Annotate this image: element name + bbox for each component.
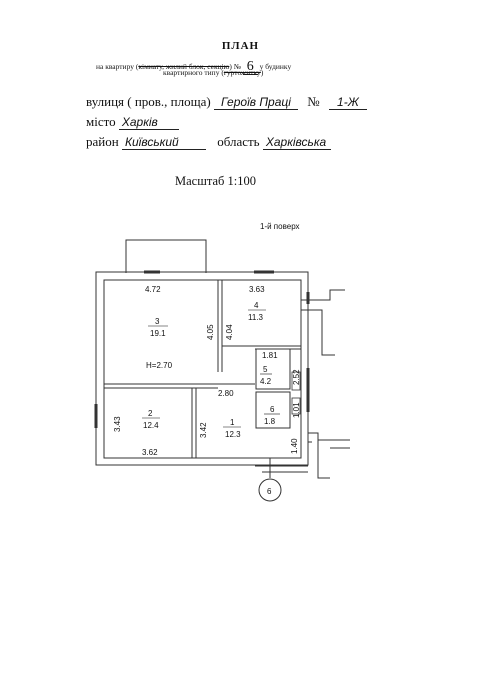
room-3-area: 19.1	[150, 329, 166, 338]
outer-wall-inner	[103, 279, 302, 459]
dim-280: 2.80	[218, 389, 234, 398]
room-5-area: 4.2	[260, 377, 272, 386]
subtitle2-struck-text: гуртожитку	[223, 68, 261, 77]
room-5-outline	[255, 348, 291, 390]
dim-252: 2.52	[292, 369, 301, 385]
room-1-number: 1	[230, 418, 235, 427]
subtitle-text-a: на квартиру (	[96, 62, 139, 71]
subtitle-text-b: ) №	[229, 62, 241, 71]
subtitle2-text-b: )	[260, 68, 264, 77]
scale-label: Масштаб 1:100	[175, 174, 256, 188]
subtitle-text-c: у будинку	[259, 62, 292, 71]
plan-subtitle-line-2: квартирного типу (гуртожитку)	[163, 68, 263, 77]
room-2-number: 2	[148, 409, 153, 418]
district-label: район	[86, 134, 119, 149]
room-3-number: 3	[155, 317, 160, 326]
plan-title: ПЛАН	[221, 40, 260, 52]
corridor-outline	[308, 432, 330, 479]
region-value: Харківська	[262, 135, 331, 150]
subtitle-struck-text: кімнату, жилий блок, секцію	[138, 62, 230, 71]
city-value: Харків	[118, 115, 179, 130]
height-label: H=2.70	[146, 361, 173, 370]
balcony-outline	[125, 239, 207, 273]
subtitle2-text-a: квартирного типу (	[163, 68, 224, 77]
plan-subtitle-line-1: на квартиру (кімнату, жилий блок, секцію…	[96, 58, 292, 75]
address-district-row: район Київський область Харківська	[86, 134, 331, 150]
dim-342: 3.42	[199, 422, 208, 438]
room-6-area: 1.8	[264, 417, 276, 426]
house-number-label: №	[307, 94, 320, 109]
sink-fixture	[291, 371, 301, 391]
room-6-outline	[255, 391, 291, 429]
dim-472: 4.72	[145, 285, 161, 294]
street-label: вулиця ( пров., площа)	[86, 94, 211, 109]
dim-363: 3.63	[249, 285, 265, 294]
dim-405: 4.05	[206, 324, 215, 340]
region-label: область	[217, 134, 260, 149]
stair-outline-2	[301, 309, 335, 356]
room-2-area: 12.4	[143, 421, 159, 430]
address-city-row: місто Харків	[86, 114, 179, 130]
stair-outline	[301, 289, 345, 301]
dim-362: 3.62	[142, 448, 158, 457]
district-value: Київський	[121, 135, 206, 150]
room-4-area: 11.3	[248, 313, 264, 322]
apartment-number: 6	[242, 59, 258, 75]
axis-marker	[258, 458, 282, 502]
dim-343: 3.43	[113, 416, 122, 432]
city-label: місто	[86, 114, 116, 129]
address-street-row: вулиця ( пров., площа) Героїв Праці № 1-…	[86, 94, 367, 110]
dim-101: 1.01	[292, 402, 301, 418]
street-value: Героїв Праці	[213, 95, 298, 110]
room-6-number: 6	[270, 405, 275, 414]
toilet-fixture	[291, 397, 301, 415]
dim-140: 1.40	[290, 438, 299, 454]
room-1-area: 12.3	[225, 430, 241, 439]
dim-404: 4.04	[225, 324, 234, 340]
room-5-number: 5	[263, 365, 268, 374]
floor-label: 1-й поверх	[260, 222, 300, 231]
dim-181: 1.81	[262, 351, 278, 360]
axis-marker-label: 6	[267, 487, 272, 496]
room-4-number: 4	[254, 301, 259, 310]
house-number-value: 1-Ж	[328, 95, 367, 110]
